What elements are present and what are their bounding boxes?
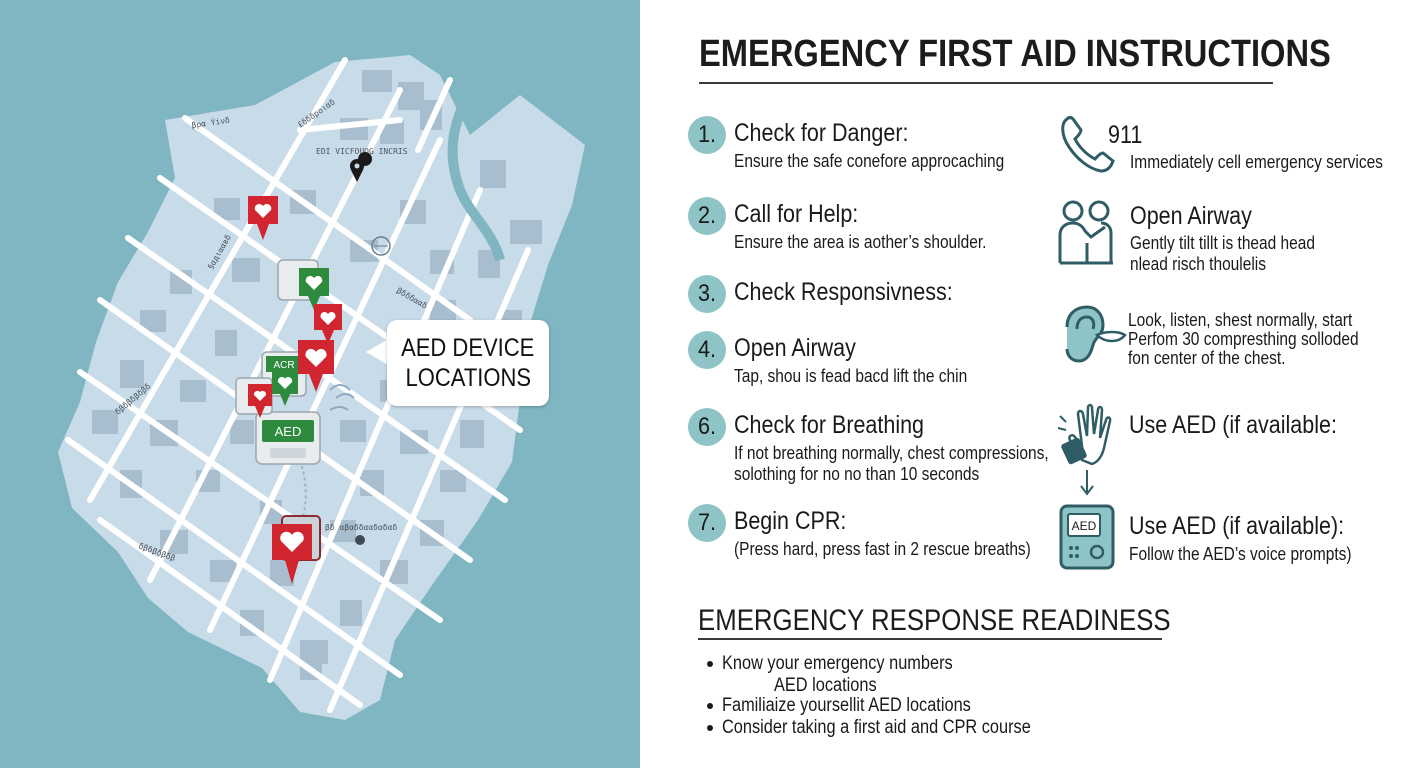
- right-item-description: Immediately cell emergency services: [1130, 152, 1383, 172]
- phone-icon: [1061, 116, 1115, 173]
- aed-location-pin-icon[interactable]: [314, 304, 342, 344]
- readiness-bullet: Familiaize yoursellit AED locations: [722, 695, 971, 716]
- right-item-description-line: Gently tilt tillt is thead head: [1130, 233, 1316, 253]
- readiness-divider: [698, 638, 1162, 640]
- small-marker-icon: [355, 535, 365, 545]
- right-item-description: Gently tilt tillt is thead head nlead ri…: [1130, 233, 1315, 275]
- page-title: EMERGENCY FIRST AID INSTRUCTIONS: [699, 33, 1331, 75]
- step-number-badge: 3.: [688, 275, 726, 313]
- aed-location-pin-icon[interactable]: [248, 196, 278, 240]
- readiness-bullet-continuation: AED locations: [774, 675, 877, 696]
- aed-location-pin-icon[interactable]: [272, 524, 312, 584]
- right-item-description: Look, listen, shest normally, start Perf…: [1128, 311, 1359, 368]
- step-number: 6.: [698, 413, 717, 440]
- step-number: 1.: [698, 121, 717, 148]
- street-label: βδ αβαδδααδαδαδ: [325, 523, 397, 532]
- ear-listen-icon: [1065, 305, 1127, 363]
- two-people-icon: [1058, 200, 1113, 265]
- right-item-description-line: fon center of the chest.: [1128, 348, 1286, 368]
- bullet-dot: [707, 725, 713, 731]
- aed-box-label: AED: [275, 424, 302, 439]
- landmark-icon: [371, 236, 391, 256]
- street-label: EDI VICFOUOG INCRIS: [316, 147, 408, 156]
- readiness-bullet: Know your emergency numbers: [722, 653, 953, 674]
- hand-pads-icon: [1057, 403, 1112, 496]
- step-number-badge: 1.: [688, 116, 726, 154]
- step-description: If not breathing normally, chest compres…: [734, 443, 1049, 485]
- aed-cabinet-icon[interactable]: AED: [255, 411, 321, 465]
- step-number: 2.: [698, 202, 717, 229]
- right-item-description-line: Look, listen, shest normally, start: [1128, 310, 1353, 330]
- route-path: [299, 459, 307, 531]
- readiness-title: EMERGENCY RESPONSE READINESS: [698, 604, 1171, 637]
- step-number: 3.: [698, 280, 717, 307]
- step-description: Ensure the safe conefore approcaching: [734, 151, 1005, 171]
- step-heading: Open Airway: [734, 334, 856, 362]
- step-number: 7.: [698, 509, 717, 536]
- right-item-description-line: nlead risch thoulelis: [1130, 254, 1266, 274]
- first-aid-instructions-panel: EMERGENCY FIRST AID INSTRUCTIONS 1. Chec…: [640, 0, 1408, 768]
- step-heading: Call for Help:: [734, 200, 859, 228]
- right-item-heading: Use AED (if available):: [1129, 512, 1345, 540]
- right-item-heading: Open Airway: [1130, 202, 1252, 230]
- river-inlet: [447, 87, 505, 262]
- aed-location-pin-icon[interactable]: [272, 370, 298, 406]
- aed-map-panel[interactable]: βρα Ýіνδ £δδδрοιαδ EDI VICFOUOG INCRIS §…: [0, 0, 640, 768]
- signal-marks-icon: [329, 384, 355, 411]
- step-description: Ensure the area is aother’s shoulder.: [734, 232, 987, 252]
- step-heading: Check for Breathing: [734, 411, 925, 439]
- step-description: Tap, shou is fead bacd lift the chin: [734, 366, 968, 386]
- step-description-line: If not breathing normally, chest compres…: [734, 443, 1049, 463]
- aed-device-label: AED: [1072, 519, 1097, 533]
- location-pin-icon[interactable]: [350, 152, 373, 182]
- step-heading: Check Responsivness:: [734, 278, 953, 306]
- bullet-dot: [707, 703, 713, 709]
- callout-title-line1: AED DEVICE: [401, 334, 535, 362]
- aed-locations-callout: AED DEVICE LOCATIONS: [387, 320, 549, 406]
- step-number-badge: 2.: [688, 197, 726, 235]
- right-item-heading: Use AED (if available:: [1129, 411, 1337, 439]
- readiness-bullet: Consider taking a first aid and CPR cour…: [722, 717, 1031, 738]
- callout-pointer: [366, 338, 390, 366]
- step-description: (Press hard, press fast in 2 rescue brea…: [734, 539, 1031, 559]
- title-divider: [699, 82, 1273, 84]
- step-number-badge: 4.: [688, 331, 726, 369]
- aed-box-label: ACR: [273, 360, 294, 371]
- step-number-badge: 6.: [688, 408, 726, 446]
- aed-device-icon: AED: [1059, 504, 1115, 570]
- step-heading: Begin CPR:: [734, 507, 847, 535]
- aed-location-pin-icon[interactable]: [248, 384, 272, 418]
- aed-location-pin-icon[interactable]: [298, 340, 334, 392]
- step-number-badge: 7.: [688, 504, 726, 542]
- step-number: 4.: [698, 336, 717, 363]
- step-heading: Check for Danger:: [734, 119, 909, 147]
- city-map[interactable]: βρα Ýіνδ £δδδрοιαδ EDI VICFOUOG INCRIS §…: [0, 0, 640, 768]
- right-item-description-line: Perfom 30 compresthing solloded: [1128, 329, 1359, 349]
- callout-title-line2: LOCATIONS: [405, 364, 531, 392]
- right-item-description: Follow the AED’s voice prompts): [1129, 544, 1352, 564]
- step-description-line: solothing for no no than 10 seconds: [734, 464, 980, 484]
- aed-location-pin-icon[interactable]: [299, 268, 329, 310]
- bullet-dot: [707, 661, 713, 667]
- right-item-heading: 911: [1108, 121, 1143, 149]
